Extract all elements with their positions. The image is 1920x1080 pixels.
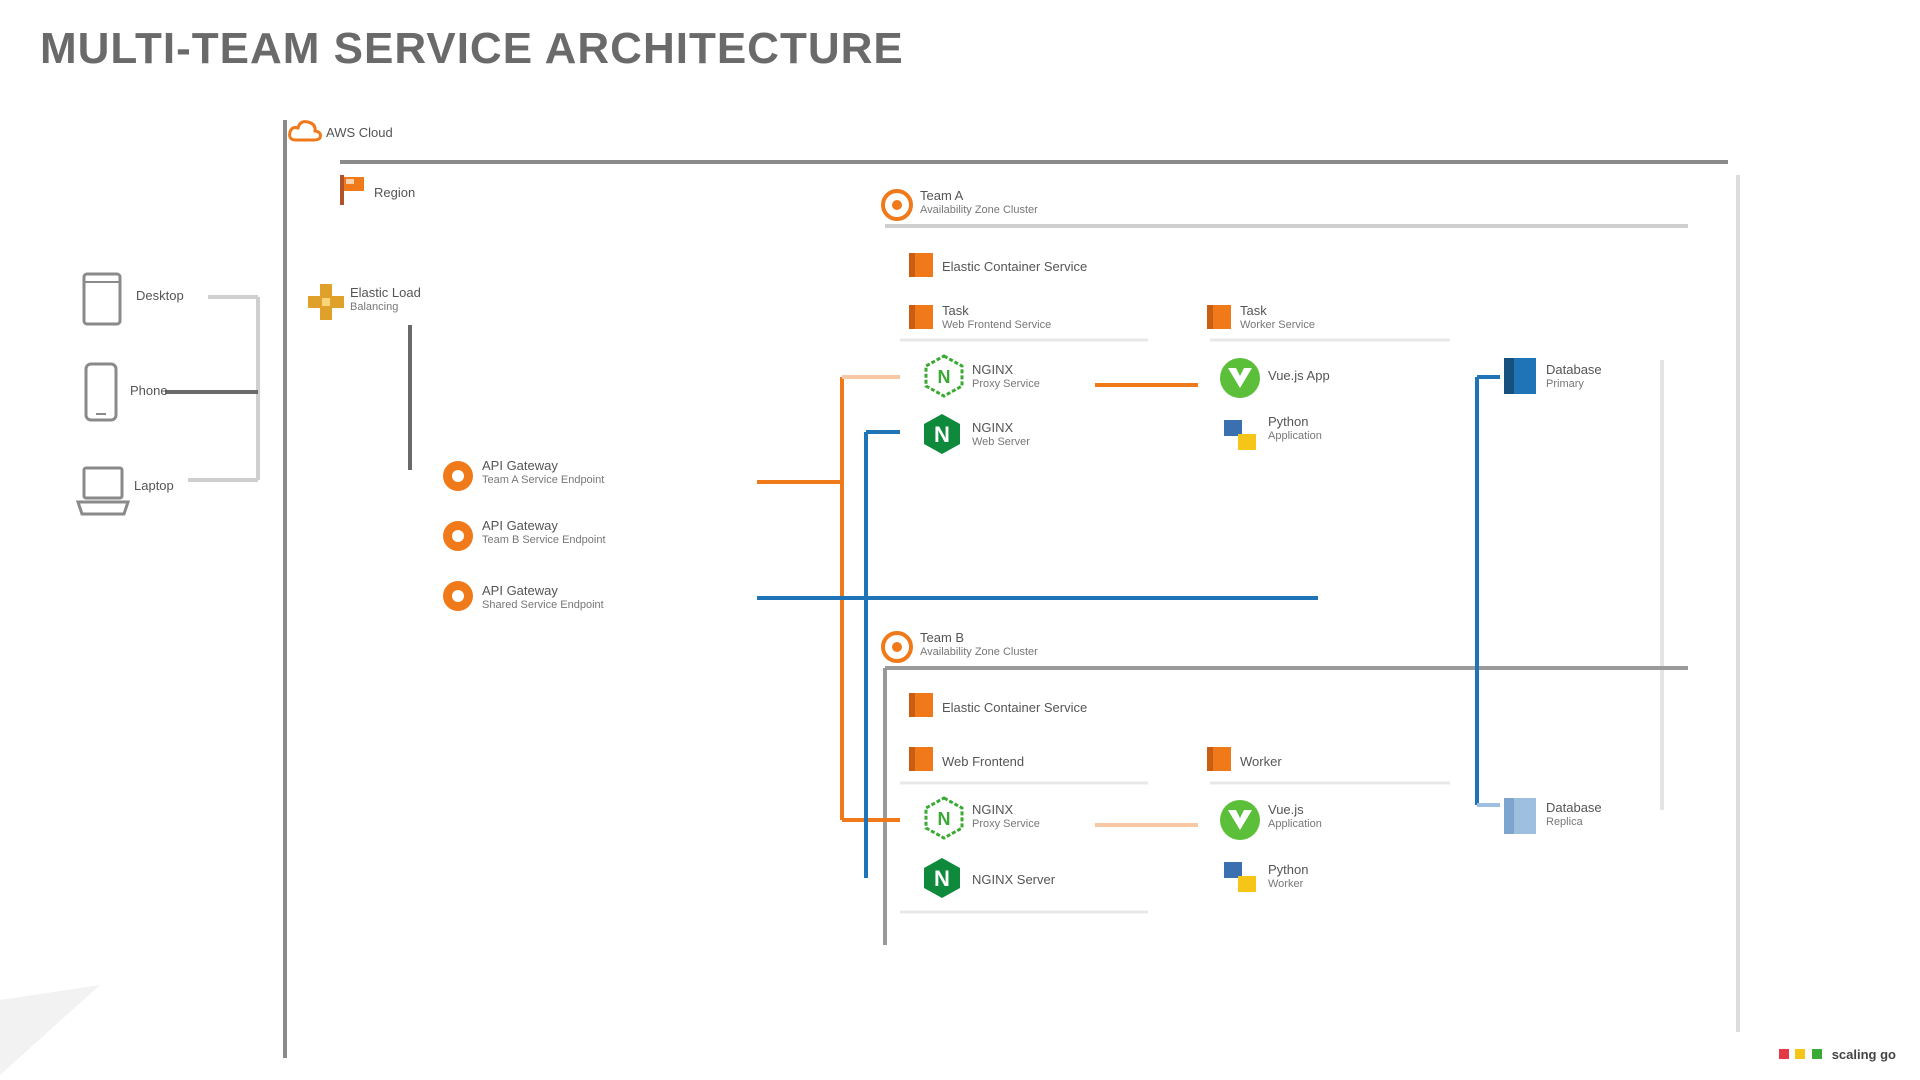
python-icon[interactable] (1216, 410, 1264, 463)
load-balancer-label: Elastic Load Balancing (350, 285, 421, 315)
cloud-icon (288, 118, 322, 149)
nginx-icon[interactable]: N (922, 354, 966, 403)
laptop-icon[interactable] (75, 462, 131, 525)
team-b-nginx-label: NGINX Server (972, 872, 1056, 887)
brand-text: scaling go (1831, 1047, 1896, 1062)
python-icon[interactable] (1216, 852, 1264, 905)
task-icon (1204, 744, 1234, 779)
api-gateway-icon[interactable] (440, 518, 476, 559)
team-b-group-left: Web Frontend (942, 754, 1025, 769)
client-phone-label: Phone (130, 383, 168, 398)
team-b-python-line2: Worker (1268, 878, 1304, 890)
vuejs-icon[interactable] (1216, 354, 1264, 407)
brand-logo: scaling go (1778, 1047, 1896, 1062)
mobile-phone-icon[interactable] (82, 360, 120, 429)
team-b-python-line1: Python (1268, 862, 1309, 877)
team-a-header-line1: Team A (920, 188, 964, 203)
logo-dot-red (1778, 1049, 1789, 1059)
team-a-nginx-proxy-line2: Proxy Service (972, 378, 1040, 390)
team-b-group-right: Worker (1240, 754, 1282, 769)
team-a-python-label: Python Application (1268, 414, 1322, 444)
team-b-header-line1: Team B (920, 630, 965, 645)
database-icon[interactable] (1500, 354, 1540, 403)
logo-dot-yellow (1795, 1049, 1806, 1059)
nginx-icon[interactable]: N (920, 856, 964, 905)
gateway-b-label: API Gateway Team B Service Endpoint (482, 518, 606, 548)
svg-text:N: N (934, 866, 950, 891)
gateway-b-line2: Team B Service Endpoint (482, 534, 606, 546)
page-title: MULTI-TEAM SERVICE ARCHITECTURE (40, 24, 904, 73)
task-icon (906, 744, 936, 779)
team-b-vue-line1: Vue.js (1268, 802, 1304, 817)
gateway-shared-line2: Shared Service Endpoint (482, 599, 604, 611)
team-b-header: Team B Availability Zone Cluster (920, 630, 1038, 660)
gateway-b-line1: API Gateway (482, 518, 558, 533)
team-a-nginx-proxy-label: NGINX Proxy Service (972, 362, 1040, 392)
team-b-service-label: Elastic Container Service (942, 700, 1088, 715)
gateway-shared-line1: API Gateway (482, 583, 558, 598)
decorative-stripe (0, 985, 100, 1075)
team-a-nginx-label: NGINX Web Server (972, 420, 1030, 450)
team-a-group-right-line2: Worker Service (1240, 319, 1315, 331)
client-laptop-label: Laptop (134, 478, 174, 493)
gateway-a-label: API Gateway Team A Service Endpoint (482, 458, 604, 488)
team-b-python-label: Python Worker (1268, 862, 1308, 892)
team-b-vue-line2: Application (1268, 818, 1322, 830)
team-a-group-left-line1: Task (942, 303, 969, 318)
database-replica-line1: Database (1546, 800, 1602, 815)
vuejs-icon[interactable] (1216, 796, 1264, 849)
availability-zone-icon (880, 188, 914, 227)
team-b-header-line2: Availability Zone Cluster (920, 646, 1038, 658)
availability-zone-icon (880, 630, 914, 669)
database-replica-line2: Replica (1546, 816, 1583, 828)
load-balancer-line1: Elastic Load (350, 285, 421, 300)
logo-dot-green (1812, 1049, 1823, 1059)
task-icon (1204, 302, 1234, 337)
team-a-group-right-line1: Task (1240, 303, 1267, 318)
team-a-group-left: Task Web Frontend Service (942, 303, 1051, 333)
task-icon (906, 302, 936, 337)
database-primary-line1: Database (1546, 362, 1602, 377)
region-flag-icon (336, 173, 370, 212)
load-balancer-icon[interactable] (306, 282, 346, 327)
team-a-header: Team A Availability Zone Cluster (920, 188, 1038, 218)
database-replica-label: Database Replica (1546, 800, 1602, 830)
nginx-icon[interactable]: N (920, 412, 964, 461)
team-a-python-line1: Python (1268, 414, 1309, 429)
client-desktop-label: Desktop (136, 288, 184, 303)
team-a-vue-label: Vue.js App (1268, 368, 1330, 383)
team-a-python-line2: Application (1268, 430, 1322, 442)
team-a-nginx-line1: NGINX (972, 420, 1014, 435)
api-gateway-icon[interactable] (440, 578, 476, 619)
database-primary-line2: Primary (1546, 378, 1584, 390)
database-icon[interactable] (1500, 794, 1540, 843)
container-service-icon (906, 690, 936, 725)
load-balancer-line2: Balancing (350, 301, 399, 313)
nginx-icon[interactable]: N (922, 796, 966, 845)
team-b-nginx-proxy-line2: Proxy Service (972, 818, 1040, 830)
svg-text:N: N (934, 422, 950, 447)
team-b-vue-label: Vue.js Application (1268, 802, 1322, 832)
gateway-a-line2: Team A Service Endpoint (482, 474, 605, 486)
database-primary-label: Database Primary (1546, 362, 1602, 392)
team-a-nginx-line2: Web Server (972, 436, 1030, 448)
team-b-nginx-proxy-line1: NGINX (972, 802, 1014, 817)
region-label: Region (374, 185, 416, 200)
container-service-icon (906, 250, 936, 285)
desktop-icon[interactable] (80, 270, 124, 333)
team-a-service-label: Elastic Container Service (942, 259, 1088, 274)
cloud-label: AWS Cloud (326, 125, 393, 140)
api-gateway-icon[interactable] (440, 458, 476, 499)
team-b-nginx-proxy-label: NGINX Proxy Service (972, 802, 1040, 832)
svg-text:N: N (938, 809, 951, 829)
svg-text:N: N (938, 367, 951, 387)
team-a-nginx-proxy-line1: NGINX (972, 362, 1014, 377)
team-a-header-line2: Availability Zone Cluster (920, 204, 1038, 216)
team-a-group-left-line2: Web Frontend Service (942, 319, 1052, 331)
gateway-a-line1: API Gateway (482, 458, 558, 473)
team-a-group-right: Task Worker Service (1240, 303, 1315, 333)
gateway-shared-label: API Gateway Shared Service Endpoint (482, 583, 604, 613)
